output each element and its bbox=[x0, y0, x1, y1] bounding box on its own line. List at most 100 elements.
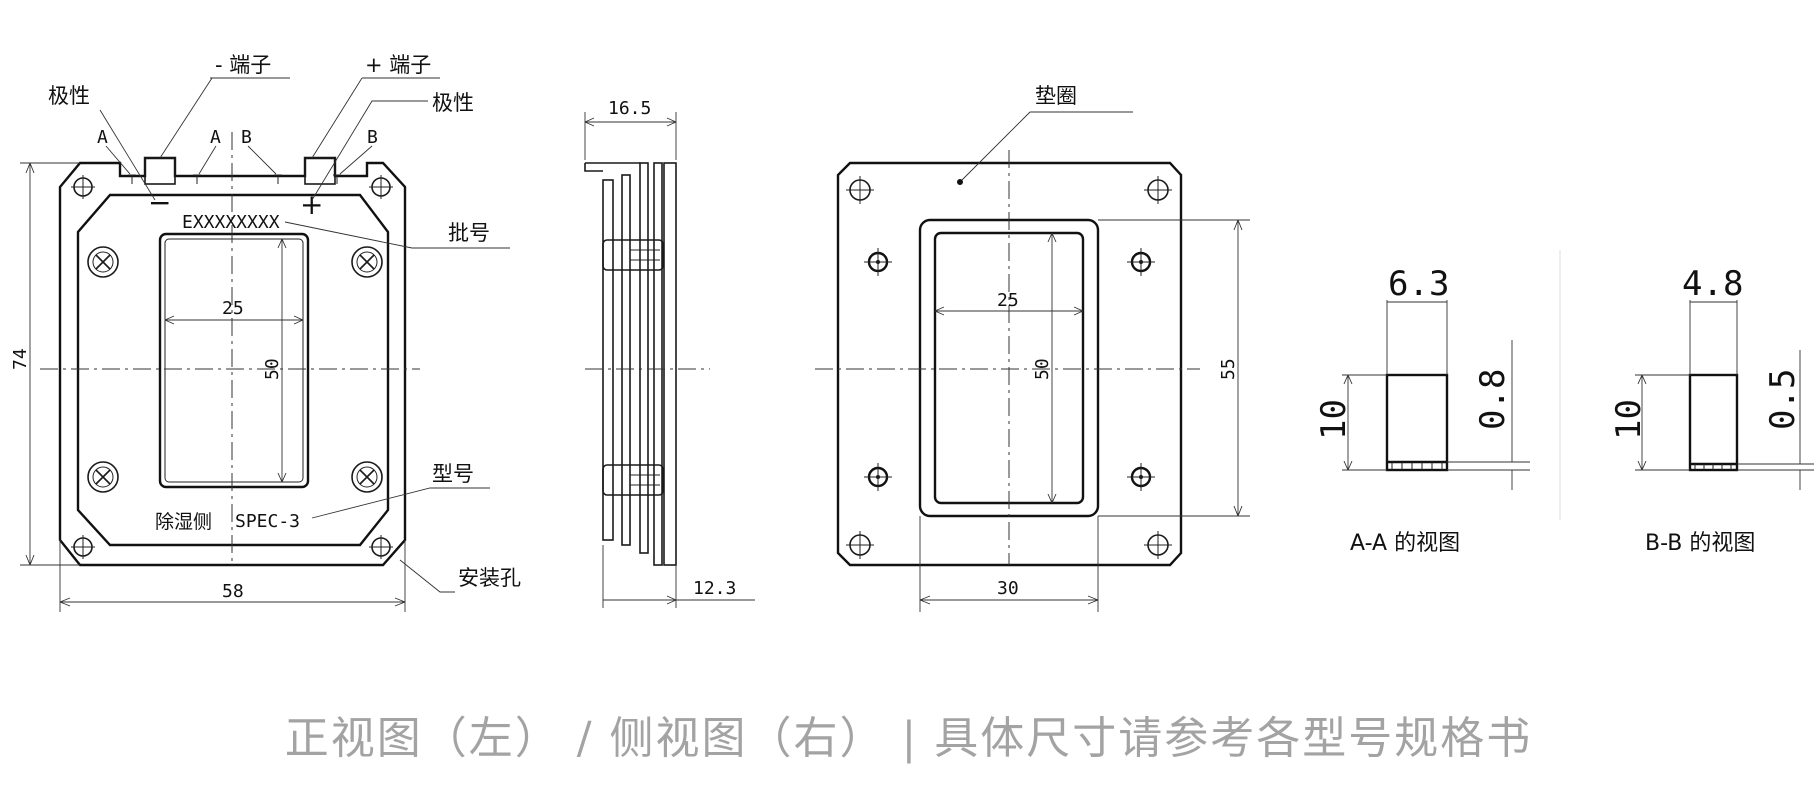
section-a2-label: A bbox=[210, 127, 221, 148]
side-top-text: 16.5 bbox=[608, 98, 651, 119]
neg-terminal-leader bbox=[159, 77, 290, 159]
side-terminal bbox=[584, 162, 640, 172]
section-b1-label: B bbox=[241, 127, 252, 148]
view-bb-caption: B-B 的视图 bbox=[1645, 531, 1755, 556]
section-bb-view: 4.8 10 0.5 B-B 的视图 bbox=[1609, 264, 1814, 556]
side-bottom-dim bbox=[602, 545, 755, 608]
aa-terminal-outline bbox=[1385, 373, 1449, 472]
side-plate-4 bbox=[653, 162, 663, 566]
side-bottom-text: 12.3 bbox=[693, 578, 736, 599]
section-a1-label: A bbox=[97, 127, 108, 148]
mount-hole-label: 安装孔 bbox=[458, 566, 521, 590]
mount-hole-icon bbox=[71, 535, 95, 559]
gasket-dot bbox=[957, 179, 963, 185]
polarity-right-leader bbox=[311, 100, 428, 201]
front-width25-dim bbox=[164, 315, 304, 325]
polarity-left-label: 极性 bbox=[48, 84, 90, 108]
screw-icon bbox=[87, 246, 119, 278]
pos-terminal-tab bbox=[304, 157, 336, 185]
side-view: 16.5 12.3 bbox=[584, 98, 755, 608]
gasket-leader bbox=[961, 111, 1133, 181]
rear-height50-dim bbox=[1047, 232, 1057, 504]
aa-height-text: 10 bbox=[1314, 399, 1354, 440]
gasket-label: 垫圈 bbox=[1035, 84, 1077, 108]
bb-height-dim bbox=[1635, 374, 1690, 471]
bb-hatch bbox=[1694, 464, 1732, 470]
aa-hatch bbox=[1391, 462, 1443, 470]
screw-boss-icon bbox=[1127, 463, 1155, 491]
aa-thick-dim bbox=[1447, 340, 1530, 490]
side-mark: 除湿侧 bbox=[155, 511, 212, 533]
rear-window-w-text: 25 bbox=[997, 290, 1019, 311]
screw-icon bbox=[351, 461, 383, 493]
front-height74-dim bbox=[20, 162, 80, 566]
side-screw-threads bbox=[630, 249, 660, 486]
front-window bbox=[158, 232, 310, 489]
side-plate-1 bbox=[602, 179, 614, 541]
side-screw-bottom bbox=[602, 464, 664, 496]
view-aa-caption: A-A 的视图 bbox=[1350, 531, 1460, 556]
rear-window-h-text: 50 bbox=[1032, 358, 1053, 380]
screw-boss-icon bbox=[1127, 248, 1155, 276]
screw-icon bbox=[87, 461, 119, 493]
rear-outer-plate bbox=[836, 161, 1183, 567]
front-window-w-text: 25 bbox=[222, 298, 244, 319]
bb-width-dim bbox=[1689, 300, 1738, 375]
bb-thick-dim bbox=[1737, 350, 1814, 490]
screw-boss-icon bbox=[864, 248, 892, 276]
rear-gasket-h-text: 55 bbox=[1218, 358, 1239, 380]
mount-hole-icon bbox=[369, 175, 393, 199]
front-window-inner bbox=[164, 238, 304, 483]
front-view: A A B B − + EXXXXXXXX 除湿侧 SPEC-3 - 端子 + … bbox=[10, 53, 521, 612]
rear-width30-dim bbox=[919, 516, 1099, 612]
section-leaders bbox=[105, 145, 373, 175]
pos-terminal-label: + 端子 bbox=[365, 53, 431, 77]
bb-thick-text: 0.5 bbox=[1763, 369, 1803, 430]
screw-boss-icon bbox=[864, 463, 892, 491]
side-plate-5 bbox=[663, 162, 677, 566]
mount-hole-icon bbox=[1144, 176, 1172, 204]
aa-thick-text: 0.8 bbox=[1473, 369, 1513, 430]
neg-terminal-label: - 端子 bbox=[215, 53, 271, 77]
neg-terminal-tab bbox=[144, 157, 176, 185]
rear-width25-dim bbox=[934, 306, 1084, 316]
front-window-h-text: 50 bbox=[262, 358, 283, 380]
aa-width-dim bbox=[1386, 300, 1448, 375]
mount-hole-leader bbox=[399, 559, 455, 593]
screw-icon bbox=[351, 246, 383, 278]
bb-height-text: 10 bbox=[1609, 399, 1649, 440]
bb-width-text: 4.8 bbox=[1682, 264, 1743, 304]
section-marks bbox=[128, 174, 341, 184]
rear-height55-dim bbox=[1098, 219, 1250, 517]
model-label: 型号 bbox=[432, 462, 474, 486]
rear-view: 垫圈 25 50 55 30 bbox=[815, 84, 1250, 612]
footer-caption: 正视图（左） / 侧视图（右） | 具体尺寸请参考各型号规格书 bbox=[284, 713, 1533, 764]
model-leader bbox=[311, 487, 490, 519]
polarity-right-label: 极性 bbox=[432, 91, 474, 115]
aa-width-text: 6.3 bbox=[1388, 264, 1449, 304]
mount-hole-icon bbox=[1144, 531, 1172, 559]
mount-hole-icon bbox=[846, 531, 874, 559]
section-b2-label: B bbox=[367, 127, 378, 148]
front-width58-dim bbox=[59, 540, 406, 612]
aa-height-dim bbox=[1342, 374, 1387, 471]
side-top-dim bbox=[584, 112, 677, 160]
mount-hole-icon bbox=[846, 176, 874, 204]
pos-terminal-leader bbox=[311, 77, 440, 159]
front-height-text: 74 bbox=[10, 348, 31, 370]
side-screw-top bbox=[602, 239, 664, 271]
lot-label: 批号 bbox=[448, 221, 490, 245]
lot-leader bbox=[284, 221, 510, 249]
front-inner-frame bbox=[76, 193, 390, 547]
bb-terminal-outline bbox=[1688, 373, 1739, 472]
front-width-text: 58 bbox=[222, 581, 244, 602]
spec-code: SPEC-3 bbox=[235, 511, 300, 532]
plus-sign: + bbox=[300, 188, 323, 221]
minus-sign: − bbox=[148, 186, 171, 219]
polarity-left-leader bbox=[99, 109, 156, 201]
mount-hole-icon bbox=[369, 535, 393, 559]
front-height50-dim bbox=[277, 238, 287, 483]
section-aa-view: 6.3 10 0.8 A-A 的视图 bbox=[1314, 264, 1530, 556]
rear-gasket-w-text: 30 bbox=[997, 578, 1019, 599]
